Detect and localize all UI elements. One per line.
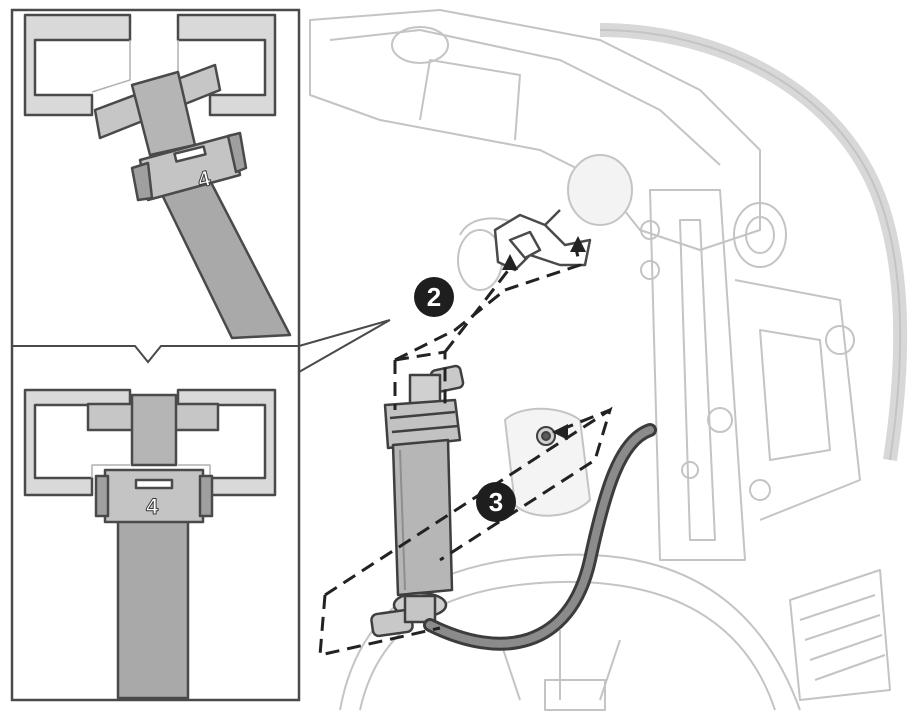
guide-3 [318,594,441,657]
arrow-left-icon [552,424,568,440]
callout-3-badge: 3 [476,482,516,522]
arrow-up-right-icon [570,236,586,252]
inset-bottom-strap-number: 4 [146,494,159,519]
sensor-cylinder [370,364,465,638]
inset-top-detail: 4 [23,13,292,340]
sensor-clip-bracket [493,209,592,272]
inset-leader [298,319,391,373]
inset-divider [12,345,299,364]
callout-2-label: 2 [427,282,441,312]
callout-3-label: 3 [489,487,503,517]
arrow-up-left-icon [502,254,518,270]
sensor-cable [423,423,657,651]
chassis-background [309,9,908,711]
guide-arrows [502,236,586,440]
callout-2-badge: 2 [414,277,454,317]
inset-bottom-detail: 4 [23,388,277,700]
mount-pin [536,426,556,446]
